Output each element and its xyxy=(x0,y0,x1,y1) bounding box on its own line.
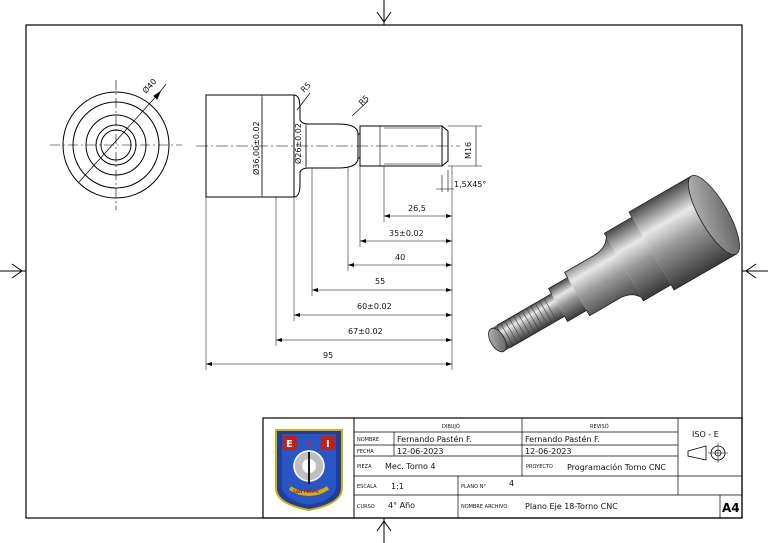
end-view-diameter-label: Ø40 xyxy=(140,76,158,95)
tb-standard: ISO - E xyxy=(692,430,719,439)
tb-label-escala: ESCALA xyxy=(357,484,377,490)
dim-35: 35±0.02 xyxy=(389,229,424,238)
chamfer-leader xyxy=(436,170,454,192)
body-diameter-label: Ø36,00±0.02 xyxy=(251,121,261,175)
tb-label-pieza: PIEZA xyxy=(357,464,372,470)
centering-mark-bottom xyxy=(376,518,392,543)
logo-motto: SAN FELIPE xyxy=(293,489,319,494)
dim-60: 60±0.02 xyxy=(357,302,392,311)
end-view xyxy=(50,80,182,210)
tb-drawn-by: Fernando Pastén F. xyxy=(397,434,472,444)
tb-piece: Mec. Torno 4 xyxy=(385,462,435,471)
logo-letter-right: I xyxy=(326,439,330,450)
extension-lines xyxy=(205,166,453,370)
radius-leaders xyxy=(296,92,369,117)
dim-95: 95 xyxy=(323,351,333,360)
tb-label-archivo: NOMBRE ARCHIVO: xyxy=(461,504,509,510)
tb-scale: 1:1 xyxy=(391,482,404,491)
projection-symbol-icon xyxy=(687,443,728,463)
tb-header-dibujo: DIBUJÓ xyxy=(442,423,460,430)
diameter-dimension-lines xyxy=(261,97,482,195)
isometric-part-render xyxy=(488,175,740,353)
radius-label-left: R5 xyxy=(299,81,313,95)
radius-label-right: R5 xyxy=(357,94,371,108)
title-block xyxy=(262,417,743,519)
school-logo xyxy=(275,429,343,512)
tb-header-reviso: REVISÓ xyxy=(590,423,609,430)
tb-project: Programación Torno CNC xyxy=(567,462,666,472)
tb-file-name: Plano Eje 18-Torno CNC xyxy=(525,502,618,511)
tb-label-proyecto: PROYECTO xyxy=(526,464,553,470)
dim-26-5: 26,5 xyxy=(408,204,426,213)
chamfer-label: 1,5X45° xyxy=(454,180,486,189)
logo-letter-left: E xyxy=(286,439,293,450)
side-view xyxy=(196,94,460,198)
dim-67: 67±0.02 xyxy=(348,327,383,336)
dim-40: 40 xyxy=(395,253,405,262)
centering-mark-left xyxy=(0,263,26,279)
tb-sheet-no: 4 xyxy=(509,479,514,488)
thread-label: M16 xyxy=(464,142,473,159)
tb-label-nombre: NOMBRE xyxy=(357,437,379,443)
tb-label-fecha: FECHA xyxy=(357,449,374,455)
dimension-arrows xyxy=(206,214,452,366)
dim-55: 55 xyxy=(375,277,385,286)
tb-sheet-size: A4 xyxy=(722,501,740,515)
tb-label-plano: PLANO N° xyxy=(461,484,486,490)
tb-reviewed-by: Fernando Pastén F. xyxy=(525,434,600,444)
neck-diameter-label: Ø26±0.02 xyxy=(293,123,303,164)
centering-mark-right xyxy=(742,263,768,279)
tb-course: 4° Año xyxy=(388,501,415,510)
dimension-lines xyxy=(206,215,452,365)
centering-mark-top xyxy=(376,0,392,25)
tb-label-curso: CURSO xyxy=(357,504,375,510)
tb-reviewed-date: 12-06-2023 xyxy=(525,447,572,456)
tb-drawn-date: 12-06-2023 xyxy=(397,447,444,456)
